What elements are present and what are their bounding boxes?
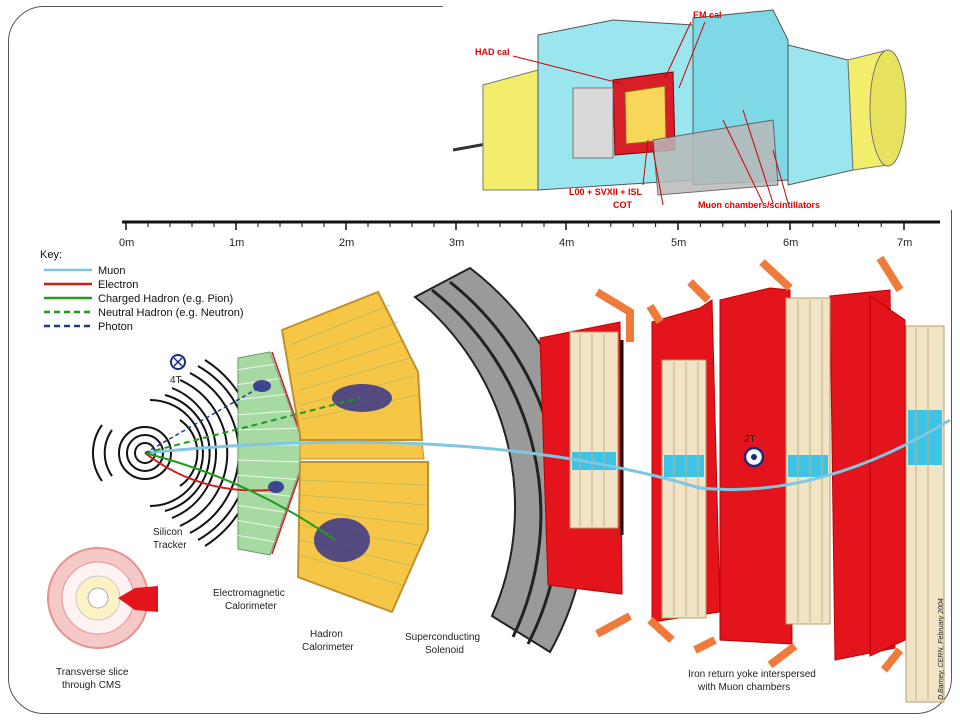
cdf-had-cal-label: HAD cal	[475, 47, 510, 57]
silicon-tracker-label-1: Silicon	[153, 527, 182, 538]
scale-tick-label: 0m	[119, 237, 134, 249]
cdf-em-cal-label: EM cal	[693, 10, 722, 20]
muon-track	[144, 418, 951, 492]
key-item-label: Muon	[98, 265, 126, 277]
cdf-silicon-label: L00 + SVXII + ISL	[569, 187, 643, 197]
cdf-muon-label: Muon chambers/scintillators	[698, 200, 820, 210]
field-symbol-4t: 4T	[170, 354, 186, 386]
hadron-calorimeter	[280, 290, 429, 614]
cdf-detector-inset: EM cal HAD cal L00 + SVXII + ISL COT Muo…	[443, 0, 953, 210]
key-item-label: Photon	[98, 321, 133, 333]
credit-label: D.Barney, CERN, February 2004	[938, 598, 945, 700]
iron-yoke-label-1: Iron return yoke interspersed	[688, 669, 816, 680]
scale-tick-label: 6m	[783, 237, 798, 249]
neutral-hadron-track	[144, 397, 361, 454]
key-item-label: Electron	[98, 279, 138, 291]
scale-tick-label: 1m	[229, 237, 244, 249]
charged-hadron-track	[144, 452, 336, 541]
solenoid-label-1: Superconducting	[405, 632, 480, 643]
silicon-tracker-label-2: Tracker	[153, 540, 187, 551]
solenoid-label-2: Solenoid	[425, 645, 464, 656]
scale-tick-label: 7m	[897, 237, 912, 249]
key-item-label: Charged Hadron (e.g. Pion)	[98, 293, 233, 305]
key-title: Key:	[40, 249, 62, 261]
electron-track	[144, 452, 271, 492]
em-calorimeter-label-1: Electromagnetic	[213, 588, 285, 599]
component-labels: Silicon Tracker Electromagnetic Calorime…	[153, 527, 945, 700]
scale-tick-label: 2m	[339, 237, 354, 249]
photon-track	[144, 385, 263, 454]
field-symbol-2t: 2T	[743, 434, 765, 468]
particle-tracks	[144, 385, 951, 541]
em-calorimeter-label-2: Calorimeter	[225, 601, 277, 612]
transverse-label-2: through CMS	[62, 680, 121, 691]
hadron-calorimeter-label-1: Hadron	[310, 629, 343, 640]
scale-tick-label: 4m	[559, 237, 574, 249]
scale-bar: 0m 1m 2m 3m 4m 5m 6m 7m	[119, 220, 940, 249]
silicon-tracker	[92, 359, 258, 547]
iron-yoke-label-2: with Muon chambers	[697, 682, 790, 693]
scale-tick-label: 3m	[449, 237, 464, 249]
key-item-label: Neutral Hadron (e.g. Neutron)	[98, 307, 244, 319]
scale-tick-label: 5m	[671, 237, 686, 249]
cdf-cot-label: COT	[613, 200, 633, 210]
iron-return-yoke	[539, 255, 945, 703]
field-label-2t: 2T	[744, 434, 756, 445]
transverse-slice-inset: Transverse slice through CMS	[47, 547, 158, 691]
field-label-4t: 4T	[170, 375, 182, 386]
transverse-label-1: Transverse slice	[56, 667, 129, 678]
hadron-calorimeter-label-2: Calorimeter	[302, 642, 354, 653]
